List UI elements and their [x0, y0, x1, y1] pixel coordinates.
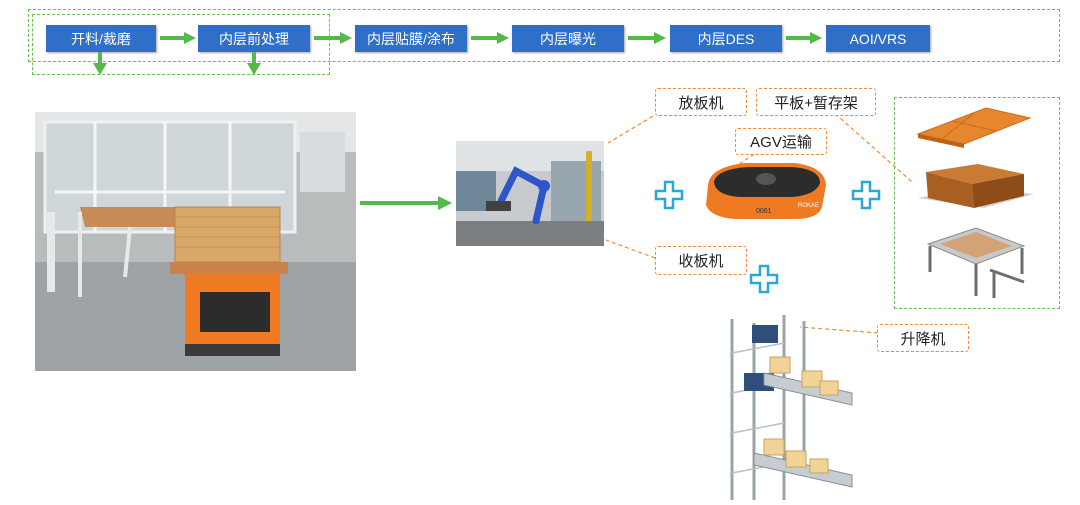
arrow-right-icon [160, 32, 196, 44]
agv-robot-image: 0061 ROKAE [700, 155, 830, 225]
plus-icon [654, 180, 684, 210]
lifter-image [724, 313, 860, 500]
step-inner-exposure: 内层曝光 [512, 25, 624, 52]
arrow-down-icon [247, 52, 261, 75]
arrow-right-icon [314, 32, 352, 44]
arrow-right-icon [360, 196, 452, 210]
arrow-right-icon [471, 32, 509, 44]
callout-lifter: 升降机 [877, 324, 969, 352]
temporary-rack-image [920, 222, 1036, 300]
agv-serial: 0061 [756, 208, 772, 215]
arrow-right-icon [628, 32, 666, 44]
agv-brand: ROKAE [798, 203, 819, 209]
callout-unloader: 收板机 [655, 246, 747, 275]
process-flow-frame [28, 9, 1060, 62]
callout-flatbed-rack: 平板+暂存架 [756, 88, 876, 116]
robot-arm-photo [456, 141, 604, 246]
step-inner-des: 内层DES [670, 25, 782, 52]
plus-icon [749, 264, 779, 294]
callout-agv-transport: AGV运输 [735, 128, 827, 155]
step-aoi-vrs: AOI/VRS [826, 25, 930, 52]
agv-station-photo [35, 112, 356, 371]
step-cutting: 开料/裁磨 [46, 25, 156, 52]
step-inner-pretreatment: 内层前处理 [198, 25, 310, 52]
stacked-boards-image [914, 158, 1036, 216]
flatbed-pallet-image [916, 104, 1032, 148]
arrow-right-icon [786, 32, 822, 44]
arrow-down-icon [93, 52, 107, 75]
callout-loader: 放板机 [655, 88, 747, 116]
plus-icon [851, 180, 881, 210]
flatbed-rack-frame [894, 97, 1060, 309]
pretreatment-group-frame [32, 14, 330, 75]
step-inner-lamination: 内层贴膜/涂布 [355, 25, 467, 52]
